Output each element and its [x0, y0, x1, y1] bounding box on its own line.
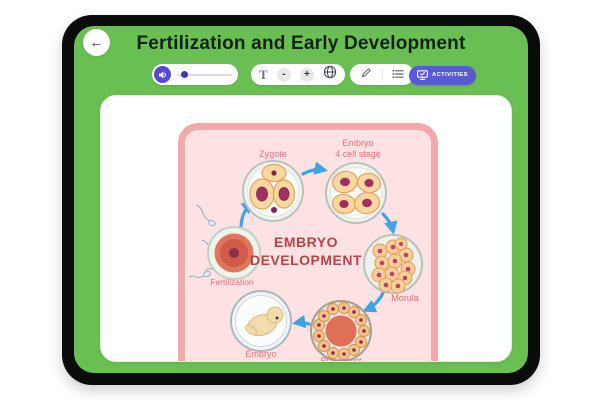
- embryo-label: Embryo: [245, 349, 276, 359]
- globe-icon-glyph: [323, 65, 337, 79]
- back-arrow-icon: ←: [89, 34, 104, 50]
- zygote-label: Zygote: [259, 149, 287, 159]
- diagram-heading-line2: DEVELOPMENT: [250, 252, 362, 268]
- volume-slider[interactable]: [177, 71, 232, 78]
- back-button[interactable]: ←: [83, 29, 110, 56]
- content-card: EMBRYO DEVELOPMENT Zygote Embryo 4 cell …: [100, 95, 512, 362]
- fertilization-illustration: [207, 226, 261, 280]
- arrow-morula-to-blastocyst: [362, 291, 385, 313]
- embryo-development-diagram: EMBRYO DEVELOPMENT Zygote Embryo 4 cell …: [188, 138, 423, 362]
- four-cell-label-line2: 4 cell stage: [335, 149, 381, 159]
- activities-button[interactable]: ACTIVITIES: [409, 65, 476, 85]
- toolbar: T - +: [74, 63, 528, 87]
- pen-icon-glyph: [361, 67, 371, 77]
- volume-slider-thumb[interactable]: [181, 71, 188, 78]
- font-decrease-button[interactable]: -: [276, 67, 291, 82]
- toolbar-divider: [381, 68, 383, 81]
- embryo-illustration: [230, 290, 292, 352]
- speaker-icon[interactable]: [154, 66, 171, 83]
- arrow-zygote-to-4cell: [301, 161, 328, 176]
- page-title: Fertilization and Early Development: [136, 33, 466, 54]
- blastocyst-illustration: [310, 300, 372, 361]
- activities-monitor-icon: [417, 69, 428, 80]
- list-icon-glyph: [392, 69, 404, 78]
- list-icon[interactable]: [392, 66, 404, 84]
- speaker-icon-glyph: [158, 71, 166, 78]
- diagram-heading-line1: EMBRYO: [274, 234, 338, 250]
- morula-label: Morula: [391, 293, 419, 303]
- pen-icon[interactable]: [360, 66, 372, 84]
- four-cell-label-line1: Embryo: [342, 138, 373, 148]
- arrow-blastocyst-to-embryo: [292, 314, 311, 329]
- app-screen: ← Fertilization and Early Development: [74, 26, 528, 373]
- fertilization-label: Fertilization: [210, 277, 254, 287]
- blastocyst-label: Blastocyst: [320, 356, 362, 362]
- language-globe-icon[interactable]: [323, 65, 337, 84]
- zygote-illustration: [242, 160, 304, 222]
- arrow-4cell-to-morula: [381, 212, 398, 235]
- annotate-group: [350, 64, 414, 85]
- tablet-frame: ← Fertilization and Early Development: [62, 15, 540, 385]
- font-increase-button[interactable]: +: [299, 67, 314, 82]
- four-cell-illustration: [325, 162, 387, 224]
- font-size-icon: T: [259, 67, 268, 82]
- text-settings-group: T - +: [251, 64, 345, 85]
- volume-control[interactable]: [152, 64, 238, 85]
- activities-label: ACTIVITIES: [432, 72, 468, 78]
- diagram-panel: EMBRYO DEVELOPMENT Zygote Embryo 4 cell …: [178, 123, 438, 362]
- morula-illustration: [363, 234, 423, 294]
